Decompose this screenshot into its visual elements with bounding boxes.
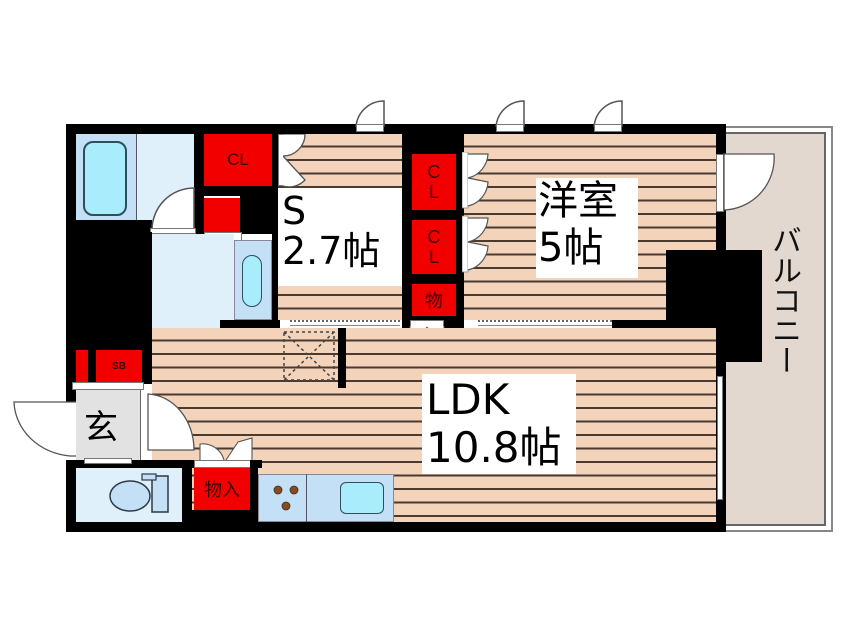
- shoe-box-door: [72, 382, 144, 390]
- wall-washroom-left: [144, 232, 152, 382]
- balcony-door-swing-icon: [723, 153, 775, 211]
- kitchen-sink-icon: [340, 482, 384, 514]
- wall-cl-bottom: [204, 186, 278, 196]
- service-room-size: 2.7帖: [282, 228, 381, 273]
- wall-mono-iri-bottom: [186, 510, 258, 524]
- western-sliding-door: [478, 320, 612, 326]
- wall-fridge-right: [338, 328, 346, 388]
- closet-cl-top: CL: [204, 134, 272, 186]
- wall-small-storage-right: [240, 196, 276, 234]
- western-room-label: 洋室 5帖: [536, 178, 638, 278]
- wall-closet-right: [456, 124, 464, 328]
- small-storage-red: [204, 198, 240, 232]
- ldk-label: LDK 10.8帖: [422, 374, 576, 474]
- ldk-size: 10.8帖: [426, 423, 562, 472]
- ldk-name: LDK: [426, 375, 510, 424]
- pipe-shaft: [76, 232, 152, 352]
- service-sliding-door: [290, 320, 400, 326]
- wall-bath-bottom: [76, 220, 152, 232]
- western-closet-doors-icon: [462, 152, 489, 273]
- western-room-name: 洋室: [538, 178, 618, 224]
- wall-bottom: [66, 522, 726, 532]
- storage-mono-label: 物: [425, 291, 443, 311]
- toilet-door-sill: [84, 458, 132, 464]
- bath-door-sill: [150, 228, 196, 234]
- toilet-icon: [109, 473, 169, 513]
- service-room-label: S 2.7帖: [278, 188, 402, 286]
- entrance-floor: [76, 390, 140, 460]
- kitchen-divider: [306, 474, 307, 522]
- washbasin-icon: [242, 255, 262, 307]
- window-sill-3: [594, 124, 622, 132]
- shoe-box-label: SB: [112, 360, 126, 372]
- entrance-label: 玄: [84, 408, 118, 448]
- refrigerator-space-icon: [283, 331, 335, 381]
- balcony-label: バルコニー: [766, 225, 801, 375]
- stove-burners-icon: [273, 485, 299, 511]
- wall-service-right: [402, 124, 412, 334]
- shoe-box: SB: [96, 350, 142, 382]
- wall-top: [66, 124, 726, 134]
- wall-left-lower: [66, 460, 76, 532]
- wall-washroom-mid: [220, 320, 280, 328]
- closet-cl-1-l: L: [428, 182, 439, 202]
- shoe-box-small: [76, 350, 88, 382]
- wall-left-upper: [66, 124, 76, 404]
- service-closet-door-icon: [283, 134, 306, 188]
- western-room-size: 5帖: [538, 225, 604, 271]
- storage-mono: 物: [412, 284, 456, 316]
- closet-cl-1-c: C: [427, 162, 441, 182]
- wall-cl-right: [272, 134, 278, 234]
- closet-cl-1: C L: [412, 154, 456, 210]
- window-swing-icon-2: [495, 100, 525, 128]
- wall-western-bottom: [612, 320, 668, 328]
- closet-cl-2: C L: [412, 220, 456, 274]
- window-swing-icon-3: [593, 100, 623, 128]
- wall-toilet-right: [182, 460, 192, 522]
- wall-closet-div-2: [402, 274, 464, 284]
- bathtub-icon: [83, 141, 127, 216]
- wall-bath-right: [194, 124, 204, 234]
- window-sill-1: [356, 124, 384, 132]
- ldk-balcony-window: [717, 376, 723, 500]
- wall-mono-iri-right: [250, 460, 258, 524]
- closet-cl-2-c: C: [427, 227, 441, 247]
- wall-top-between-windows: [402, 124, 464, 136]
- wall-washroom-right: [272, 232, 280, 384]
- wall-toilet-top: [66, 460, 262, 468]
- wall-closet-div-1: [402, 210, 464, 220]
- front-door-swing-icon: [13, 401, 76, 457]
- window-swing-icon-1: [355, 100, 385, 128]
- window-sill-2: [496, 124, 524, 132]
- closet-cl-label: CL: [227, 150, 249, 169]
- service-room-name: S: [282, 189, 307, 233]
- storage-mono-iri-label: 物入: [204, 480, 240, 500]
- closet-cl-2-l: L: [428, 247, 439, 267]
- hall-door-swing-icon: [147, 393, 195, 451]
- storage-mono-iri: 物入: [194, 468, 250, 510]
- bath-door-swing-icon: [151, 187, 195, 231]
- mono-iri-door-icon: [199, 437, 253, 461]
